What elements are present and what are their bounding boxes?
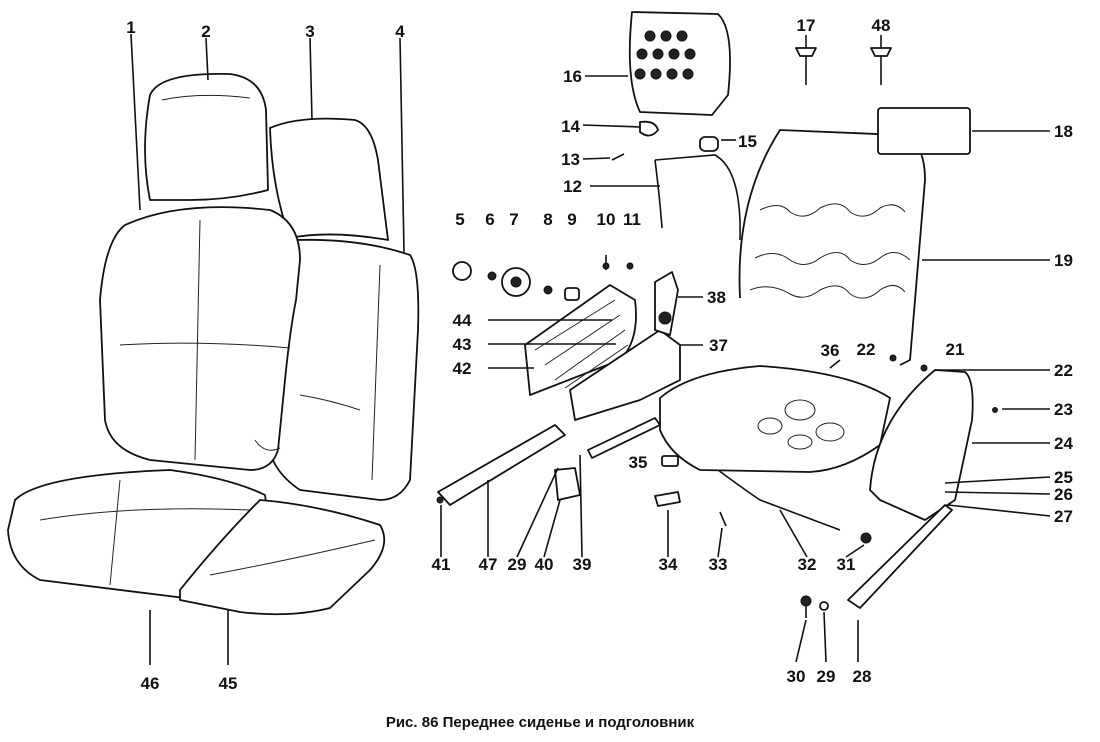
label-15: 15 (738, 132, 757, 151)
label-42: 42 (453, 359, 472, 378)
label-39: 39 (573, 555, 592, 574)
label-29b: 29 (817, 667, 836, 686)
label-11: 11 (623, 210, 641, 229)
number-labels: 1 2 3 4 5 6 7 8 9 10 11 12 13 14 15 16 1… (126, 16, 1073, 693)
label-6: 6 (485, 210, 494, 229)
label-24: 24 (1054, 434, 1073, 453)
recliner-mechanism (524, 271, 681, 421)
label-23: 23 (1054, 400, 1073, 419)
label-26: 26 (1054, 485, 1073, 504)
label-8: 8 (543, 210, 552, 229)
seat-rails-left (436, 417, 661, 506)
label-33: 33 (709, 555, 728, 574)
headrest-rear (269, 117, 389, 241)
label-41: 41 (432, 555, 451, 574)
label-30: 30 (787, 667, 806, 686)
label-12: 12 (563, 177, 582, 196)
label-34: 34 (659, 555, 678, 574)
label-47: 47 (479, 555, 498, 574)
label-22b: 22 (1054, 361, 1073, 380)
seatback-front (99, 206, 301, 471)
label-25: 25 (1054, 468, 1073, 487)
label-38: 38 (707, 288, 726, 307)
small-parts (452, 120, 719, 301)
seat-cushion-rear (179, 499, 386, 616)
label-35: 35 (629, 453, 648, 472)
label-16: 16 (563, 67, 582, 86)
label-44: 44 (453, 311, 472, 330)
label-28: 28 (853, 667, 872, 686)
label-19: 19 (1054, 251, 1073, 270)
label-5: 5 (455, 210, 464, 229)
label-7: 7 (509, 210, 518, 229)
label-9: 9 (567, 210, 576, 229)
label-1: 1 (126, 18, 135, 37)
label-3: 3 (305, 22, 314, 41)
label-40: 40 (535, 555, 554, 574)
leader-lines (130, 33, 1051, 665)
label-14: 14 (561, 117, 580, 136)
backrest-frame (738, 107, 971, 372)
headrest-frame-part (628, 11, 731, 116)
headrest-pins (795, 40, 892, 85)
label-13: 13 (561, 150, 580, 169)
label-29a: 29 (508, 555, 527, 574)
label-36: 36 (821, 341, 840, 360)
label-43: 43 (453, 335, 472, 354)
label-18: 18 (1054, 122, 1073, 141)
label-17: 17 (797, 16, 816, 35)
label-2: 2 (201, 22, 210, 41)
label-22a: 22 (857, 340, 876, 359)
label-48: 48 (872, 16, 891, 35)
label-27: 27 (1054, 507, 1073, 526)
headrest-rod (654, 154, 741, 241)
rail-bracket-and-latch (554, 455, 872, 544)
label-10: 10 (597, 210, 616, 229)
label-46: 46 (141, 674, 160, 693)
figure-caption: Рис. 86 Переднее сиденье и подголовник (386, 714, 695, 731)
label-31: 31 (837, 555, 856, 574)
headrest-front (144, 72, 269, 201)
label-37: 37 (709, 336, 728, 355)
label-32: 32 (798, 555, 817, 574)
seat-pan (659, 365, 891, 473)
label-21: 21 (946, 340, 965, 359)
label-45: 45 (219, 674, 238, 693)
label-4: 4 (395, 22, 405, 41)
